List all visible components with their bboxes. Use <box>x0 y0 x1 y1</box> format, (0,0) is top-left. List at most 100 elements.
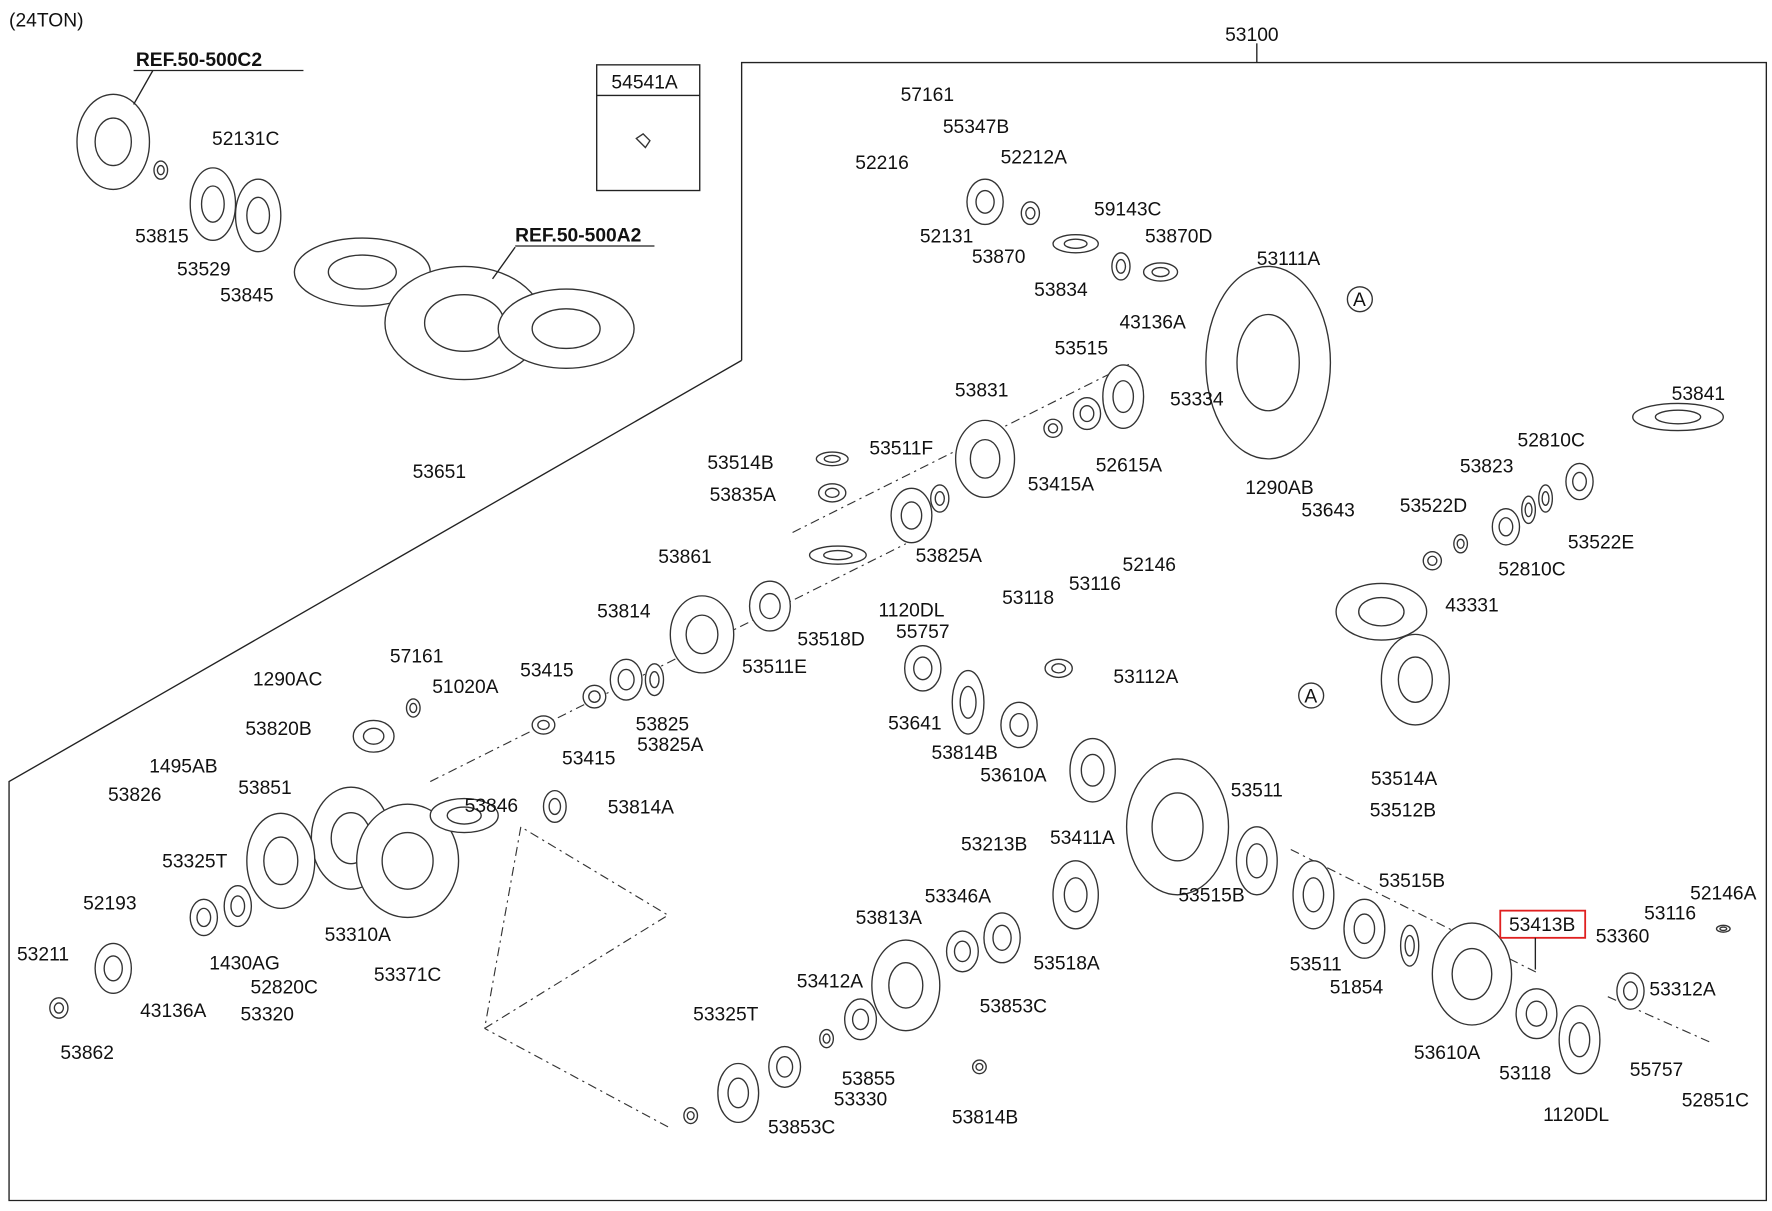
part-label[interactable]: 52216 <box>855 153 909 174</box>
part-label[interactable]: 53518A <box>1033 954 1099 975</box>
part-label[interactable]: 53371C <box>374 965 441 986</box>
part-label[interactable]: 1495AB <box>149 757 217 778</box>
highlighted-part-label[interactable]: 53413B <box>1509 915 1575 936</box>
part-label[interactable]: 53330 <box>834 1089 888 1110</box>
ref-label[interactable]: REF.50-500A2 <box>515 225 641 246</box>
part-label[interactable]: 52146 <box>1123 555 1176 576</box>
part-label[interactable]: 53845 <box>220 285 273 306</box>
part-label[interactable]: 53835A <box>710 485 776 506</box>
part-label[interactable]: 53825A <box>916 546 982 567</box>
part-label[interactable]: 57161 <box>390 647 444 668</box>
part-label[interactable]: 53826 <box>108 785 162 806</box>
part-label[interactable]: 52615A <box>1096 455 1162 476</box>
part-label[interactable]: 53411A <box>1050 828 1115 849</box>
highlighted-part[interactable]: 53413B <box>1499 909 1587 970</box>
part-label[interactable]: 53825A <box>637 735 703 756</box>
part-label[interactable]: 53814B <box>932 743 998 764</box>
part-label[interactable]: 52146A <box>1690 883 1756 904</box>
part-label[interactable]: 53116 <box>1069 574 1121 595</box>
part-label[interactable]: 51854 <box>1330 977 1384 998</box>
part-label[interactable]: 53820B <box>245 719 311 740</box>
part-label[interactable]: 43136A <box>1119 313 1185 334</box>
part-label[interactable]: 52131 <box>920 227 974 248</box>
part-label[interactable]: 53870D <box>1145 227 1212 248</box>
part-label[interactable]: 53325T <box>162 852 227 873</box>
part-label[interactable]: 53814A <box>608 797 674 818</box>
part-label[interactable]: 53862 <box>60 1043 114 1064</box>
part-label[interactable]: 43331 <box>1445 596 1499 617</box>
part-label[interactable]: 53853C <box>980 997 1047 1018</box>
part-label[interactable]: 53610A <box>1414 1043 1480 1064</box>
part-label[interactable]: 53360 <box>1596 926 1649 947</box>
part-label[interactable]: 53116 <box>1644 904 1696 925</box>
part-label[interactable]: 53825 <box>636 715 690 736</box>
part-label[interactable]: 53814B <box>952 1108 1018 1129</box>
part-label[interactable]: 52810C <box>1498 559 1565 580</box>
part-label[interactable]: 53813A <box>856 908 922 929</box>
part-label[interactable]: 53853C <box>768 1118 835 1139</box>
part-label[interactable]: 53610A <box>980 766 1046 787</box>
part-label[interactable]: 1290AC <box>253 669 323 690</box>
part-label[interactable]: 57161 <box>901 85 955 106</box>
part-label[interactable]: 52193 <box>83 894 137 915</box>
part-label[interactable]: 53643 <box>1301 501 1354 522</box>
part-label[interactable]: 53815 <box>135 227 189 248</box>
ref-label[interactable]: REF.50-500C2 <box>136 50 262 71</box>
part-label[interactable]: 43136A <box>140 1001 206 1022</box>
part-label[interactable]: 53112A <box>1113 667 1178 688</box>
part-label[interactable]: 53325T <box>693 1004 758 1025</box>
part-label[interactable]: 53870 <box>972 247 1026 268</box>
part-label[interactable]: 53515B <box>1178 886 1244 907</box>
part-label[interactable]: 53851 <box>238 778 292 799</box>
part-label[interactable]: 53211 <box>17 944 69 965</box>
part-label[interactable]: 1430AG <box>209 954 280 975</box>
part-label[interactable]: 53415 <box>562 749 616 770</box>
part-label[interactable]: 53415 <box>520 660 574 681</box>
part-label[interactable]: 53511 <box>1231 780 1283 801</box>
part-label[interactable]: 53522D <box>1400 496 1467 517</box>
part-label[interactable]: 53118 <box>1499 1063 1551 1084</box>
part-label[interactable]: 53823 <box>1460 456 1514 477</box>
part-label[interactable]: 1290AB <box>1245 478 1313 499</box>
part-label[interactable]: 53112A <box>1507 915 1572 936</box>
part-label[interactable]: 55347B <box>943 117 1009 138</box>
part-label[interactable]: 53515B <box>1379 871 1445 892</box>
part-label[interactable]: 53831 <box>955 381 1009 402</box>
part-label[interactable]: 53415A <box>1028 475 1094 496</box>
part-label[interactable]: 52820C <box>251 977 318 998</box>
part-label[interactable]: 53814 <box>597 601 651 622</box>
part-label[interactable]: 53511 <box>1290 955 1342 976</box>
part-label[interactable]: 53310A <box>325 925 391 946</box>
part-label[interactable]: 59143C <box>1094 199 1161 220</box>
part-label[interactable]: 53111A <box>1257 249 1321 270</box>
part-label[interactable]: 53846 <box>465 796 519 817</box>
part-label[interactable]: 52131C <box>212 129 279 150</box>
part-label[interactable]: 53651 <box>413 462 466 483</box>
part-label[interactable]: 55757 <box>896 622 950 643</box>
part-label[interactable]: 53412A <box>797 972 863 993</box>
part-label[interactable]: 53855 <box>842 1069 896 1090</box>
part-label[interactable]: 52810C <box>1518 430 1585 451</box>
part-label[interactable]: 53511F <box>869 438 933 459</box>
part-label[interactable]: 53529 <box>177 259 231 280</box>
part-label[interactable]: 53312A <box>1649 980 1715 1001</box>
part-label[interactable]: 52851C <box>1682 1091 1749 1112</box>
part-label[interactable]: 53841 <box>1672 384 1726 405</box>
part-label[interactable]: 53514B <box>707 453 773 474</box>
part-label[interactable]: 53641 <box>888 713 942 734</box>
part-label[interactable]: 53515 <box>1055 339 1109 360</box>
part-label[interactable]: 53861 <box>658 547 712 568</box>
part-label[interactable]: 53511E <box>742 657 807 678</box>
part-label[interactable]: 53213B <box>961 835 1027 856</box>
part-label[interactable]: 53334 <box>1170 390 1224 411</box>
part-label[interactable]: 53118 <box>1002 588 1054 609</box>
part-label[interactable]: 53512B <box>1370 801 1436 822</box>
part-label[interactable]: 1120DL <box>1543 1105 1609 1126</box>
part-label[interactable]: 1120DL <box>878 600 944 621</box>
part-label[interactable]: 51020A <box>432 677 498 698</box>
part-label[interactable]: 53346A <box>925 887 991 908</box>
part-label[interactable]: 53518D <box>797 630 864 651</box>
part-label[interactable]: 53514A <box>1371 769 1437 790</box>
part-label[interactable]: 52212A <box>1001 147 1067 168</box>
part-label[interactable]: 53522E <box>1568 532 1634 553</box>
